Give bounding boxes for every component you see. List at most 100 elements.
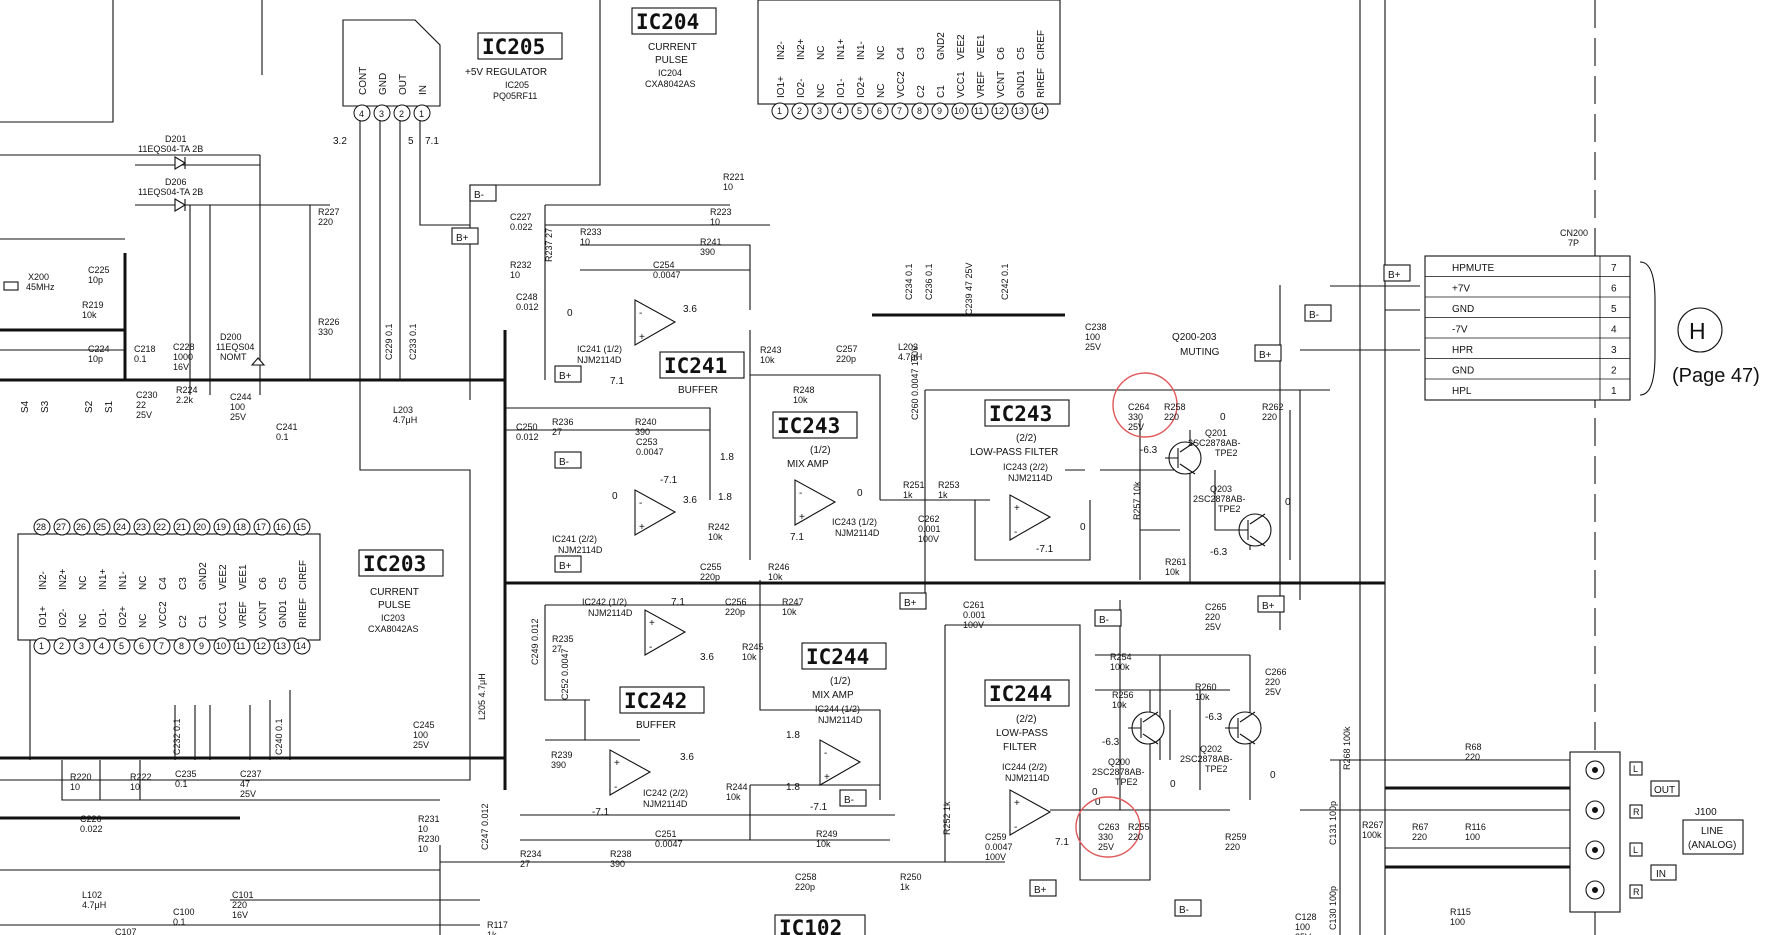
svg-text:IC241 (2/2): IC241 (2/2)	[552, 534, 597, 544]
component-label-c255: C255	[700, 562, 722, 572]
ic-pin	[831, 102, 849, 120]
ic-pin	[233, 518, 251, 536]
ic-pin	[73, 637, 91, 655]
svg-text:(1/2): (1/2)	[830, 676, 851, 687]
component-label-c263: C263	[1098, 822, 1120, 832]
ic-pin-label: IO1+	[776, 76, 787, 98]
component-label-r259: R259	[1225, 832, 1247, 842]
ic205-volt: 5	[408, 136, 414, 147]
component-label-r253: R253	[938, 480, 960, 490]
ic102-partial	[774, 914, 866, 935]
component-label-c261: 0.001	[963, 610, 986, 620]
component-label-c100: 0.1	[173, 917, 186, 927]
ic-pin-label: VCC1	[956, 71, 967, 98]
ic-pin-label: NC	[816, 84, 827, 98]
opamp-minus: -	[799, 488, 802, 499]
component-label-r257: R257 10k	[1132, 481, 1142, 520]
svg-text:-6.3: -6.3	[1102, 737, 1120, 748]
ic-pin-label: IO2+	[856, 76, 867, 98]
component-label-c227: 0.022	[510, 222, 533, 232]
component-label-r268: R268 100k	[1342, 726, 1352, 770]
ic204-bottom-pins: 1IO1+2IO2-3NC4IO1-5IO2+6NC7VCC28C29C110V…	[771, 68, 1049, 120]
component-label-r258: R258	[1164, 402, 1186, 412]
component-label-c238: 100	[1085, 332, 1100, 342]
rail-tag-label: B-	[1309, 310, 1319, 321]
component-label-r247: R247	[782, 597, 804, 607]
component-label-r238: R238	[610, 849, 632, 859]
cn200-pin-number: 4	[1611, 325, 1617, 336]
component-label-c247: C247 0.012	[480, 803, 490, 850]
ic204-part: CXA8042AS	[645, 79, 696, 89]
ic203-ref: IC203	[381, 613, 405, 623]
svg-text:Q200-203: Q200-203	[1172, 332, 1217, 343]
ic204-top-pins: 1IN2-2IN2+3NC4IN1+5IN1-6NC7C48C39GND210V…	[776, 30, 1047, 60]
component-label-c249: C249 0.012	[530, 618, 540, 665]
svg-text:0: 0	[1270, 770, 1276, 781]
rail-tag-label: B+	[559, 561, 572, 572]
ic-pin	[1031, 102, 1049, 120]
component-label-r254: R254	[1110, 652, 1132, 662]
component-label-r242: R242	[708, 522, 730, 532]
j100: L R L R OUT IN J100 LINE (ANALOG)	[1569, 751, 1744, 913]
component-label-r223: R223	[710, 207, 732, 217]
svg-text:3.6: 3.6	[680, 752, 694, 763]
component-label-l205: L205 4.7μH	[477, 673, 487, 720]
component-label-r260: R260	[1195, 682, 1217, 692]
component-label-c237: 47	[240, 779, 250, 789]
svg-text:IC243: IC243	[989, 402, 1052, 426]
component-label-r255: 220	[1128, 832, 1143, 842]
component-label-r236: R236	[552, 417, 574, 427]
opamp-plus: +	[639, 522, 645, 533]
ic-pin-label: IN1-	[856, 41, 867, 60]
ic-pin	[133, 518, 151, 536]
component-label-r241: R241	[700, 237, 722, 247]
ic205-pin-cont: CONT	[358, 67, 369, 95]
component-label-c266: C266	[1265, 667, 1287, 677]
component-label-c253: 0.0047	[636, 447, 664, 457]
rail-tag	[554, 555, 582, 573]
ic-pin-number: 28	[36, 522, 46, 532]
ic-pin	[233, 637, 251, 655]
component-label-c242: C242 0.1	[1000, 263, 1010, 300]
component-label-c253: C253	[636, 437, 658, 447]
cn200-pin-number: 7	[1611, 263, 1617, 274]
component-label-r256: 10k	[1112, 700, 1127, 710]
svg-text:(2/2): (2/2)	[1016, 714, 1037, 725]
ic-pin-label: VEE1	[976, 34, 987, 60]
ic244-label: IC244 (1/2) MIX AMP IC244 (1/2) NJM2114D…	[786, 642, 1098, 848]
rail-tag-label: B-	[559, 457, 569, 468]
ic-pin-label: IN1+	[836, 38, 847, 60]
component-label-r261: 10k	[1165, 567, 1180, 577]
svg-text:NOMT: NOMT	[220, 352, 247, 362]
ic-pin-label: CIREF	[1036, 30, 1047, 60]
svg-text:X200: X200	[28, 272, 49, 282]
component-label-r243: 10k	[760, 355, 775, 365]
component-label-r232: R232	[510, 260, 532, 270]
component-label-c239: C239 47 25V	[964, 262, 974, 315]
svg-text:0: 0	[1080, 522, 1086, 533]
muting-section: Q200-203 MUTING Q201 2SC2878AB- TPE2 Q20…	[1092, 332, 1291, 808]
ic-pin-number: 15	[296, 522, 306, 532]
ic-pin	[253, 518, 271, 536]
svg-text:IC242 (2/2): IC242 (2/2)	[643, 788, 688, 798]
ic-pin	[33, 637, 51, 655]
component-label-r250: 1k	[900, 882, 910, 892]
rail-tag	[839, 789, 867, 807]
ic203-bottom-pins: 1IO1+2IO2-3NC4IO1-5IO2+6NC7VCC28C29C110V…	[33, 598, 311, 655]
ic-pin-label: C1	[198, 615, 209, 628]
signal-s3: S3	[40, 400, 51, 413]
ic-pin-label: VEE2	[218, 564, 229, 590]
component-label-c261: 100V	[963, 620, 984, 630]
ic-pin-number: 10	[954, 106, 964, 116]
cn200-pin-number: 6	[1611, 284, 1617, 295]
component-label-c218: C218	[134, 344, 156, 354]
component-label-r267: R267	[1362, 820, 1384, 830]
component-label-c130: C130 100p	[1328, 886, 1338, 930]
component-label-r243: R243	[760, 345, 782, 355]
ic-pin-label: VREF	[238, 601, 249, 628]
svg-text:J100: J100	[1695, 807, 1717, 818]
component-label-r251: R251	[903, 480, 925, 490]
component-label-c238: C238	[1085, 322, 1107, 332]
component-label-r116: 100	[1465, 832, 1480, 842]
component-label-r239: R239	[551, 750, 573, 760]
